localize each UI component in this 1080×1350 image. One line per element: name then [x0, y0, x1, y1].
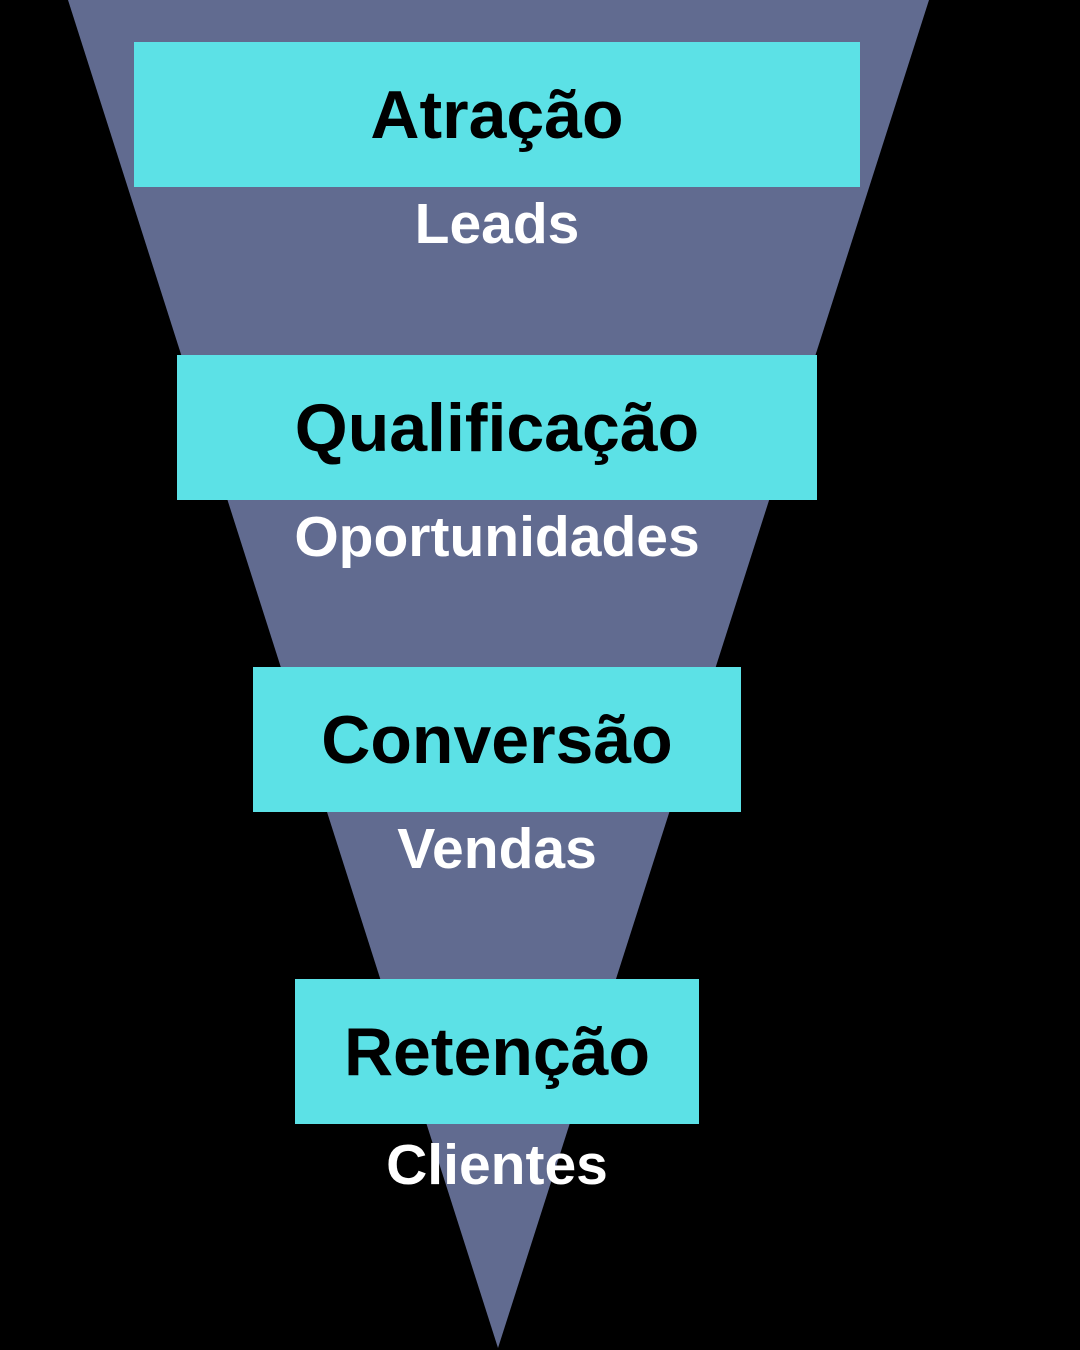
stage-sublabel-leads: Leads	[414, 192, 580, 256]
stage-bar-qualificacao: Qualificação	[177, 355, 817, 500]
stage-bar-retencao: Retenção	[295, 979, 699, 1124]
stage-bar-conversao: Conversão	[253, 667, 741, 812]
stage-sublabel-oportunidades: Oportunidades	[294, 505, 700, 569]
stage-label-conversao: Conversão	[321, 701, 673, 778]
stage-sublabel-vendas: Vendas	[397, 817, 597, 881]
stage-label-retencao: Retenção	[343, 1013, 651, 1090]
stage-sublabel-clientes: Clientes	[386, 1133, 608, 1197]
stage-bar-atracao: Atração	[134, 42, 860, 187]
stage-label-atracao: Atração	[370, 76, 624, 153]
stage-label-qualificacao: Qualificação	[294, 389, 700, 466]
